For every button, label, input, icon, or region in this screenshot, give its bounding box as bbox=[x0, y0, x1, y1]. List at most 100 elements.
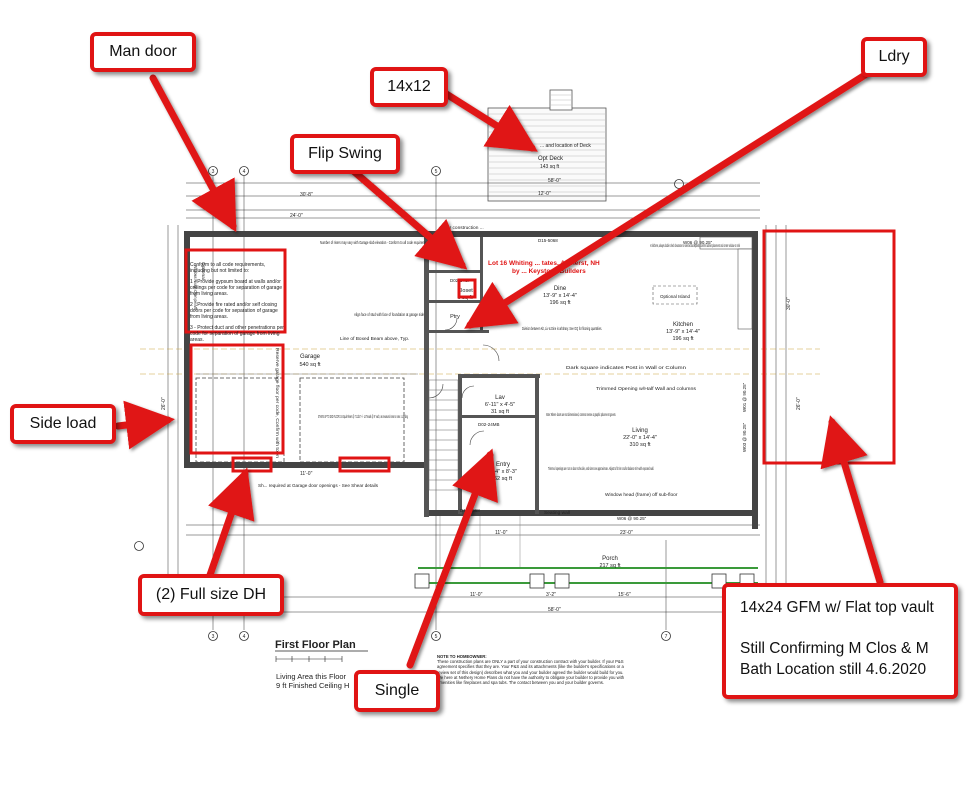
garage-code-2: 2 - Provide fire rated and/or self closi… bbox=[190, 302, 278, 320]
room-dine-area: 196 sq ft bbox=[549, 300, 571, 306]
note-risers: Number of risers may vary with Garage sl… bbox=[320, 240, 430, 246]
dim-right-side: 30'-0" bbox=[786, 297, 792, 310]
dim-overall-bottom: 58'-0" bbox=[548, 607, 561, 613]
room-kitchen: Kitchen bbox=[673, 322, 693, 328]
homeowner-note: NOTE TO HOMEOWNER: These construction pl… bbox=[437, 654, 627, 690]
room-lav: Lav bbox=[495, 395, 505, 401]
project-title-1: Lot 16 Whiting ... tates, Amherst, NH bbox=[488, 260, 600, 267]
note-trimmed-opening: Trimmed Opening w/Half Wall and columns bbox=[596, 386, 697, 392]
porch bbox=[414, 516, 758, 589]
kitchen-cabinets bbox=[652, 236, 753, 330]
room-entry: Entry bbox=[496, 462, 510, 468]
note-optional: Optional bbox=[200, 262, 206, 280]
garage-code-notes: Conform to all code requirements, includ… bbox=[190, 262, 284, 348]
dim-deck-depth: 30'-8" bbox=[300, 192, 313, 198]
highlight-rects bbox=[184, 229, 896, 473]
svg-text:3: 3 bbox=[212, 634, 215, 640]
garage-doors bbox=[195, 377, 405, 463]
deck-area: 143 sq ft bbox=[540, 164, 560, 170]
callout-gfm-line2: Still Confirming M Clos & M bbox=[740, 640, 929, 657]
stair bbox=[428, 379, 459, 491]
ceiling-height: 9 ft Finished Ceiling H bbox=[276, 681, 349, 690]
callout-full-size-dh: (2) Full size DH bbox=[138, 574, 284, 616]
room-lav-dims: 6'-11" x 4'-5" bbox=[485, 402, 515, 408]
callout-14x12: 14x12 bbox=[370, 67, 448, 107]
callout-side-load: Side load bbox=[10, 404, 116, 444]
window-tag-w4: W01 @ 90.25" bbox=[742, 382, 747, 412]
dim-porch-width: 15'-6" bbox=[618, 592, 631, 598]
room-kitchen-dims: 13'-9" x 14'-4" bbox=[666, 329, 700, 335]
door-tag-d3: D02-24MB bbox=[478, 422, 500, 427]
room-dine-dims: 13'-9" x 14'-4" bbox=[543, 293, 577, 299]
note-kitchen: At kitchens, always double check clearan… bbox=[650, 243, 740, 249]
dim-deck-width: 12'-0" bbox=[538, 191, 551, 197]
dim-left-side: 26'-0" bbox=[161, 397, 167, 410]
note-shear: Sh... required at Garage door openings -… bbox=[258, 483, 379, 489]
opt-deck: ... and location of Deck Opt Deck 143 sq… bbox=[487, 89, 607, 202]
callout-flip-swing: Flip Swing bbox=[290, 134, 400, 174]
exterior-walls bbox=[184, 231, 758, 529]
callout-gfm: 14x24 GFM w/ Flat top vault Still Confir… bbox=[722, 583, 958, 699]
room-living: Living bbox=[632, 428, 648, 434]
garage-code-intro: Conform to all code requirements, includ… bbox=[190, 262, 266, 274]
callout-gfm-line1: 14x24 GFM w/ Flat top vault bbox=[740, 599, 934, 616]
living-area: Living Area this Floor bbox=[276, 672, 347, 681]
svg-text:3: 3 bbox=[212, 169, 215, 175]
note-align-stud: Align face of stud with face of foundati… bbox=[354, 312, 424, 318]
room-pantry: Ptry bbox=[450, 314, 460, 320]
garage-code-1: 1 - Provide gypsum board at walls and/or… bbox=[190, 279, 283, 297]
center-lines bbox=[140, 348, 820, 375]
room-porch-area: 217 sq ft bbox=[599, 563, 621, 569]
dim-entry-width: 11'-0" bbox=[495, 530, 508, 536]
room-living-dims: 22'-0" x 14'-4" bbox=[623, 435, 657, 441]
dim-garage-door: 11'-0" bbox=[300, 471, 313, 477]
room-living-area: 310 sq ft bbox=[629, 442, 651, 448]
room-garage-area: 540 sq ft bbox=[299, 362, 321, 368]
dim-overall-top: 58'-0" bbox=[548, 178, 561, 184]
dim-living-width: 23'-0" bbox=[620, 530, 633, 536]
callout-gfm-line3: Bath Location still 4.6.2020 bbox=[740, 661, 927, 678]
note-garage-window: Reserve garage floor per code, Confirm w… bbox=[274, 348, 280, 458]
room-porch: Porch bbox=[602, 556, 618, 562]
note-division: Division between Kit, Liv & Dine is arbi… bbox=[522, 326, 602, 332]
svg-text:4: 4 bbox=[243, 634, 246, 640]
note-for-construction: For construction ... bbox=[444, 225, 484, 231]
dim-lower-b: 3'-2" bbox=[546, 592, 556, 598]
note-boxed-beam: Line of Boxed Beam above, Typ. bbox=[340, 336, 409, 342]
svg-text:5: 5 bbox=[435, 634, 438, 640]
room-kitchen-area: 196 sq ft bbox=[672, 336, 694, 342]
door-tag-d1: D15-5068 bbox=[538, 238, 558, 243]
callout-ldry: Ldry bbox=[861, 37, 927, 77]
dim-garage-width: 24'-0" bbox=[290, 213, 303, 219]
room-garage: Garage bbox=[300, 354, 321, 360]
note-seating-wall: Seating wall bbox=[544, 510, 570, 516]
plan-title: First Floor Plan bbox=[275, 639, 356, 651]
room-dine: Dine bbox=[554, 286, 567, 292]
note-stairs: STAIRS UP TO 2ND FLOOR: 16 Equal Risers … bbox=[318, 414, 408, 420]
note-doors: Note: Where doors are not dimensioned, c… bbox=[546, 412, 616, 418]
window-tag-w2: W06 @ 90.25" bbox=[617, 516, 647, 521]
svg-text:7: 7 bbox=[665, 634, 668, 640]
room-entry-area: 62 sq ft bbox=[494, 476, 513, 482]
note-dark-square: Dark square indicates Post in Wall or Co… bbox=[566, 365, 686, 371]
callout-arrows bbox=[114, 71, 884, 669]
dim-right-side-b: 26'-0" bbox=[796, 397, 802, 410]
homeowner-title: NOTE TO HOMEOWNER: bbox=[437, 654, 487, 659]
deck-note: ... and location of Deck bbox=[540, 143, 591, 149]
callout-man-door: Man door bbox=[90, 32, 196, 72]
dim-lower-a: 11'-0" bbox=[470, 592, 483, 598]
callout-single: Single bbox=[354, 670, 440, 712]
note-window-head: Window head (frame) off sub-floor bbox=[605, 492, 678, 498]
svg-text:5: 5 bbox=[435, 169, 438, 175]
room-lav-area: 31 sq ft bbox=[491, 409, 510, 415]
window-tag-w3: W03 @ 90.25" bbox=[742, 422, 747, 452]
note-side-door: Windows Rough Open per Mfr bbox=[192, 265, 198, 310]
door-swings bbox=[428, 317, 500, 446]
homeowner-body: These construction plans are ONLY a part… bbox=[437, 659, 625, 686]
deck-label: Opt Deck bbox=[538, 156, 564, 162]
svg-text:4: 4 bbox=[243, 169, 246, 175]
island-label: Optional Island bbox=[660, 294, 691, 299]
room-entry-dims: 7'-4" x 8'-3" bbox=[489, 469, 517, 475]
